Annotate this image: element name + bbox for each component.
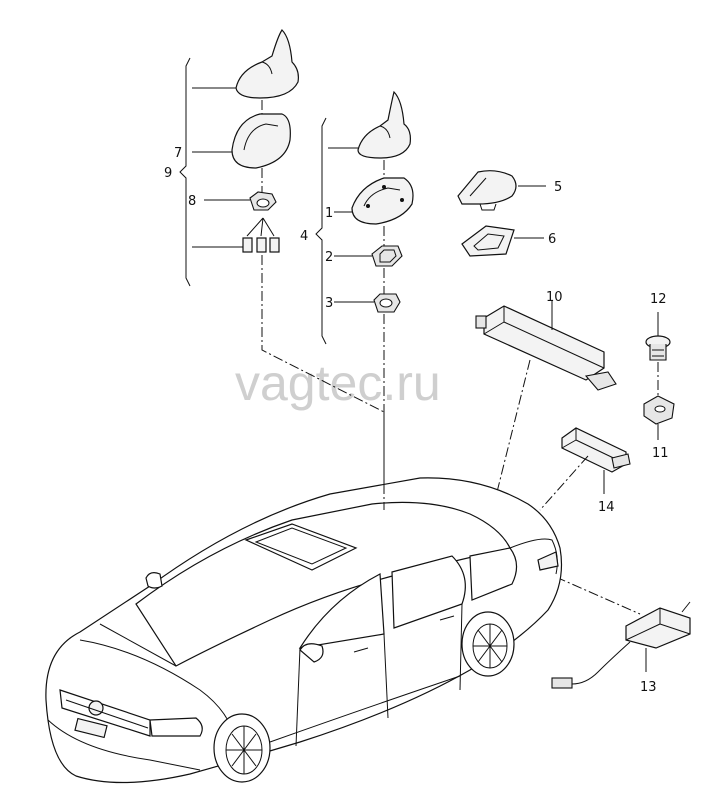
seal-part-6	[461, 225, 515, 257]
shark-fin-antenna-cover-middle	[357, 90, 411, 159]
part-label-3: 3	[325, 296, 333, 311]
part-label-4: 4	[300, 229, 308, 244]
antenna-base-part-7	[231, 113, 291, 169]
part-label-5: 5	[554, 180, 562, 195]
shark-fin-antenna-cover-left	[235, 29, 299, 99]
antenna-amplifier-part-10	[475, 305, 617, 391]
part-label-9: 9	[164, 166, 172, 181]
bolt-part-12	[645, 335, 671, 361]
antenna-base-part-1	[351, 177, 414, 225]
gasket-part-2	[371, 245, 403, 267]
connector-plugs	[242, 217, 280, 253]
part-label-2: 2	[325, 250, 333, 265]
bracket-group-4	[315, 117, 327, 345]
centerline-module	[539, 455, 589, 511]
module-part-14	[561, 427, 631, 473]
module-part-13	[551, 601, 691, 689]
part-label-7: 7	[174, 146, 182, 161]
part-label-13: 13	[640, 680, 657, 695]
bracket-group-9	[179, 57, 191, 287]
part-label-6: 6	[548, 232, 556, 247]
part-label-12: 12	[650, 292, 667, 307]
clip-part-11	[643, 395, 675, 425]
watermark: vagtec.ru	[235, 355, 441, 411]
part-label-10: 10	[546, 290, 563, 305]
part-label-1: 1	[325, 206, 333, 221]
part-label-11: 11	[652, 446, 669, 461]
part-label-14: 14	[598, 500, 615, 515]
car-sedan-outline	[45, 477, 563, 784]
part-label-8: 8	[188, 194, 196, 209]
antenna-cover-part-5	[457, 170, 517, 211]
centerline-left	[261, 100, 385, 413]
nut-part-8	[249, 191, 277, 211]
nut-part-3	[373, 293, 401, 313]
